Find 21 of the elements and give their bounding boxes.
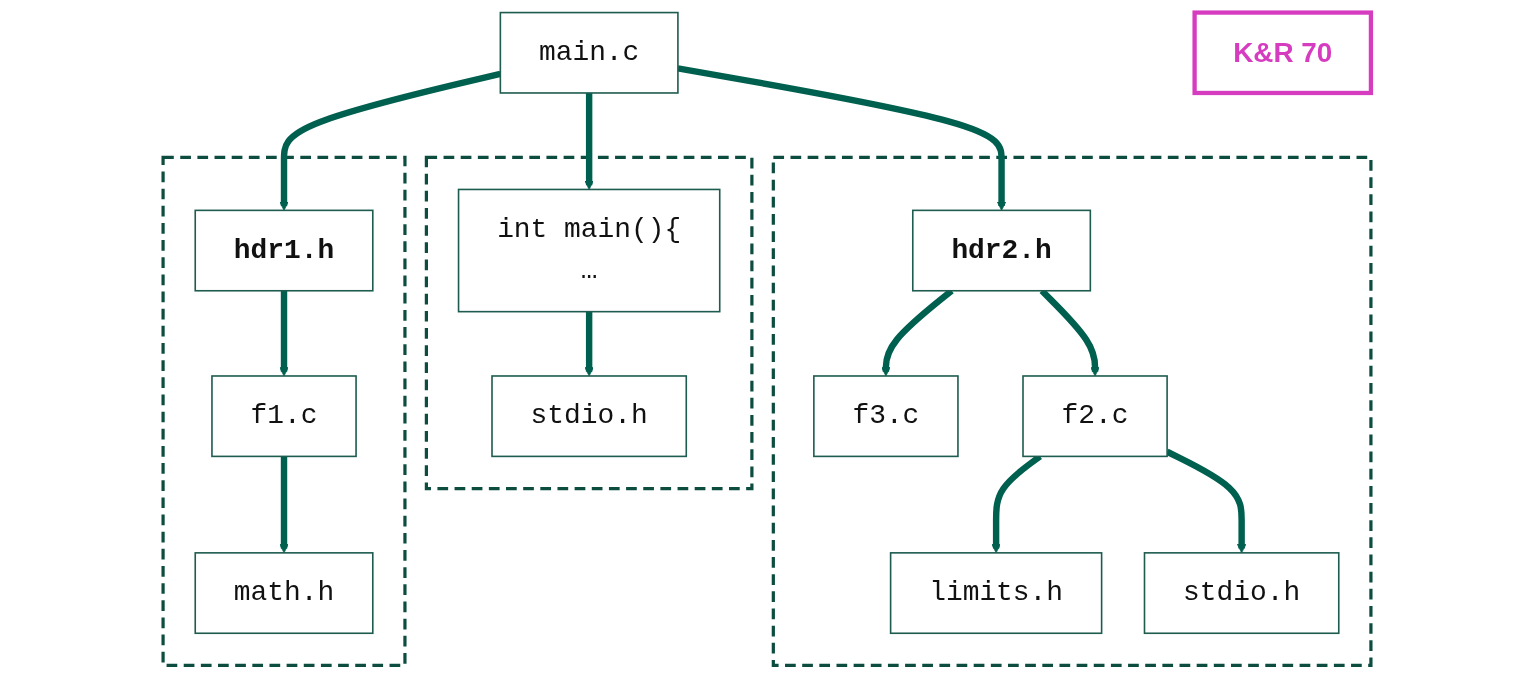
arrow: [677, 65, 1007, 211]
arrow: [279, 456, 289, 554]
node-box: stdio.h: [1143, 552, 1340, 635]
node-box: hdr1.h: [194, 209, 374, 292]
node-box: math.h: [194, 552, 374, 635]
node-box: stdio.h: [491, 375, 688, 458]
arrow: [584, 93, 594, 190]
node-box: f3.c: [813, 375, 959, 458]
node-box: limits.h: [889, 552, 1103, 635]
cluster: [424, 155, 754, 491]
node-box: main.c: [499, 11, 679, 94]
cluster: [771, 155, 1373, 668]
arrow: [1165, 448, 1247, 554]
node-box: K&R 70: [1192, 10, 1374, 96]
arrow: [584, 311, 594, 377]
node-box: hdr2.h: [912, 209, 1092, 292]
node-box: f1.c: [211, 375, 357, 458]
node-box: f2.c: [1022, 375, 1168, 458]
cluster: [161, 155, 407, 668]
node-box: int main(){ …: [457, 188, 721, 313]
arrow: [279, 290, 289, 377]
